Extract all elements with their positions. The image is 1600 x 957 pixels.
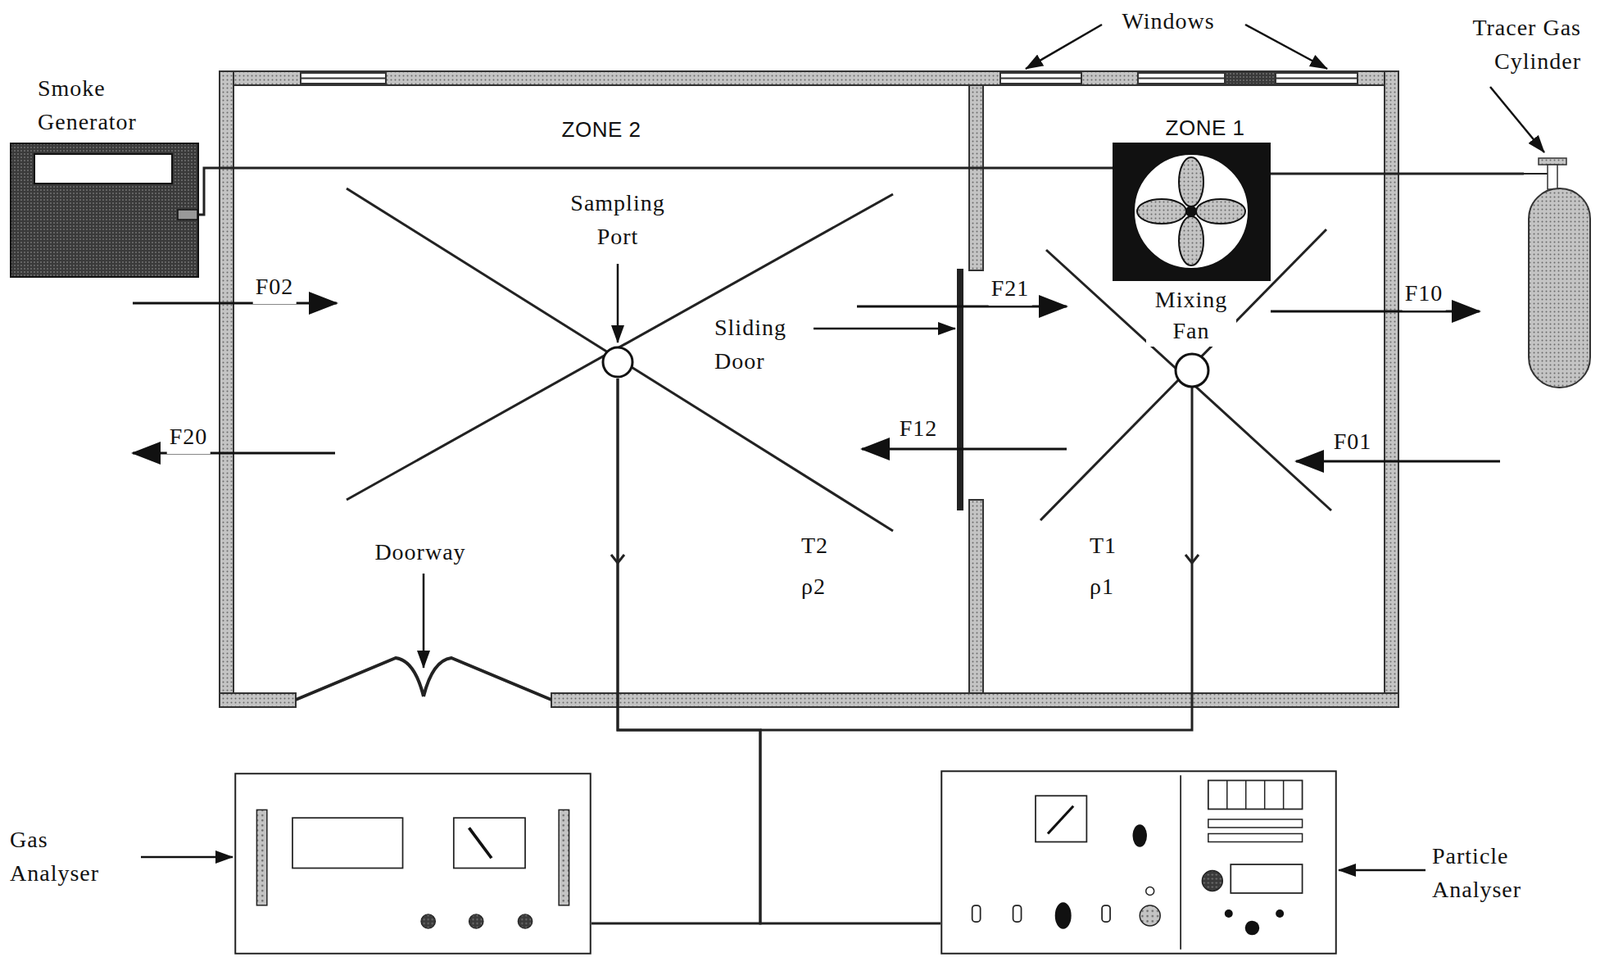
node-label: Mixing Fan [1146,284,1237,347]
mixing-fan-box [1112,142,1271,282]
sampling-tube [617,378,941,924]
gas-cylinder: Tracer Gas Cylinder [1523,154,1594,392]
feed-tube [1270,172,1524,176]
mixing-fan: Mixing Fan [1112,142,1271,282]
flow-label: F21 [988,271,1033,306]
sampling-port-zone1 [1175,353,1209,387]
state-symbol: ρ1 [1087,570,1117,604]
sampling-port: Sampling Port [601,345,635,379]
zone-room: ZONE 2 Sampling Port [233,85,970,694]
flow-label: F01 [1331,425,1375,459]
node-label: Smoke Generator [37,72,161,139]
node-label: ZONE 1 [1123,113,1288,145]
callout-label: Sliding Door [711,311,814,378]
gas-cylinder [1523,154,1594,392]
state-symbol: T1 [1087,529,1120,563]
callout-label: Windows [1119,4,1217,39]
node-label: Particle Analyser [1432,839,1539,907]
state-symbol: T2 [798,529,831,563]
node-label: Sampling Port [556,186,680,254]
particle-analyser: Particle Analyser [940,770,1338,955]
zone-room: ZONE 1Mixing Fan [983,85,1385,694]
flow-label: F20 [167,420,211,454]
callout-label: Doorway [371,535,468,570]
gas-analyser: Gas Analyser [234,772,592,955]
smoke-generator: Smoke Generator [9,142,200,278]
state-symbol: ρ2 [798,570,829,604]
node-label: ZONE 2 [519,114,684,146]
flow-label: F10 [1402,276,1446,311]
walls [219,71,1399,708]
leader-arrows [140,24,1545,871]
windows [300,72,1358,84]
sliding-door [956,268,964,511]
particle-analyser-panel [940,770,1338,955]
node-label: Tracer Gas Cylinder [1458,11,1582,78]
flow-label: F12 [897,412,941,446]
gas-analyser-panel [234,772,592,955]
flow-arrows [132,303,1501,462]
sampling-port-circle [601,345,635,379]
smoke-generator-box [9,142,200,278]
flow-label: F02 [253,270,297,304]
node-label: Gas Analyser [9,823,117,890]
